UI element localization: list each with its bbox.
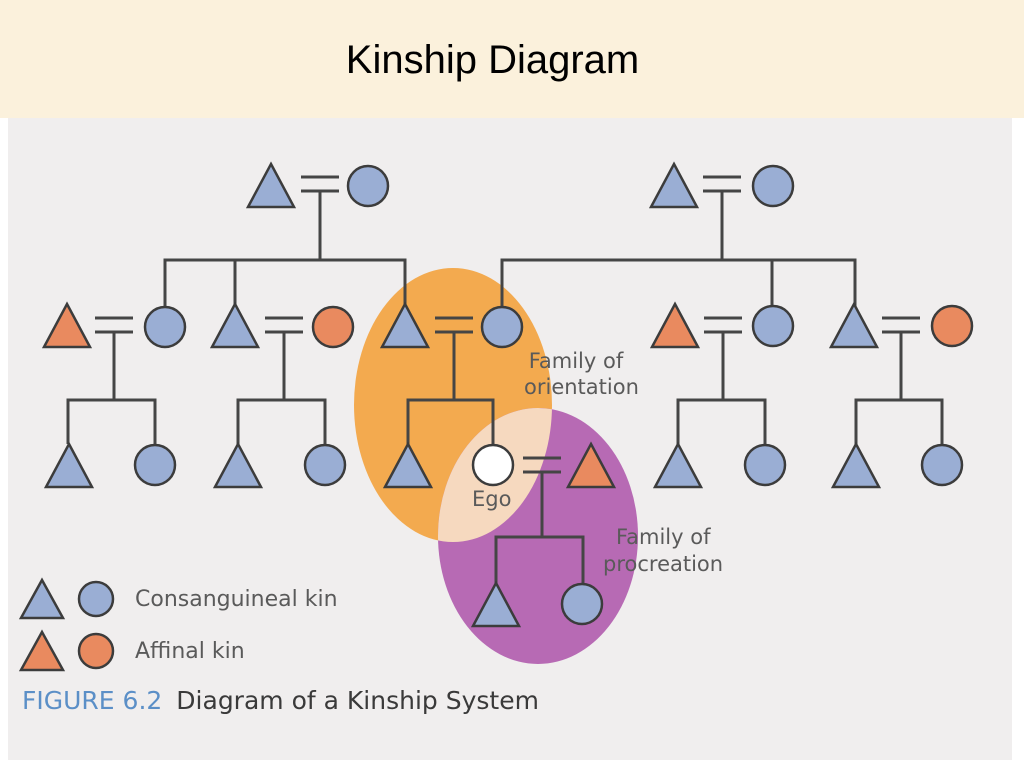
legend-affinal-circle: [77, 632, 115, 670]
cousin-7-triangle: [830, 441, 882, 489]
grandfather-right-triangle: [648, 161, 700, 209]
cousin-8-circle: [920, 443, 964, 487]
legend-consanguineal-circle: [77, 580, 115, 618]
family-of-procreation-label: Family of procreation: [603, 524, 723, 578]
grandfather-left-triangle: [245, 161, 297, 209]
daughter-circle: [560, 582, 604, 626]
family-of-procreation-line-2: procreation: [603, 552, 724, 576]
uncle-1-triangle: [209, 301, 261, 349]
son-triangle: [470, 580, 522, 628]
family-of-orientation-line-2: orientation: [524, 375, 639, 399]
cousin-4-circle: [303, 443, 347, 487]
figure-caption-text: Diagram of a Kinship System: [176, 686, 539, 715]
kin-symbols: [18, 161, 974, 672]
uncle-2-triangle: [828, 301, 880, 349]
grandmother-right-circle: [751, 164, 795, 208]
ego-label: Ego: [472, 487, 512, 511]
cousin-3-triangle: [212, 441, 264, 489]
legend-consanguineal-triangle: [18, 577, 66, 620]
aunt-1-circle: [143, 305, 187, 349]
cousin-1-triangle: [43, 441, 95, 489]
legend-affinal-triangle: [18, 629, 66, 672]
cousin-2-circle: [133, 443, 177, 487]
aunt-in-law-1-circle: [311, 305, 355, 349]
figure-caption-number: FIGURE 6.2: [22, 686, 163, 715]
cousin-5-triangle: [652, 441, 704, 489]
aunt-2-circle: [751, 304, 795, 348]
kinship-lines: [66, 175, 944, 583]
uncle-in-law-1-triangle: [41, 301, 93, 349]
brother-triangle: [382, 441, 434, 489]
family-of-procreation-line-1: Family of: [616, 525, 711, 549]
slide-title: Kinship Diagram: [345, 38, 640, 82]
family-of-orientation-line-1: Family of: [528, 349, 624, 373]
ego-circle: [471, 443, 515, 487]
aunt-in-law-2-circle: [930, 304, 974, 348]
cousin-6-circle: [743, 443, 787, 487]
figure-caption: FIGURE 6.2 Diagram of a Kinship System: [22, 686, 539, 715]
title-band: [0, 0, 1024, 118]
spouse-triangle: [565, 441, 617, 489]
legend-consanguineal-label: Consanguineal kin: [135, 587, 338, 612]
mother-circle: [480, 305, 524, 349]
uncle-in-law-2-triangle: [649, 301, 701, 349]
grandmother-left-circle: [346, 164, 390, 208]
legend-affinal-label: Affinal kin: [135, 639, 245, 664]
family-of-orientation-label: Family of orientation: [524, 348, 639, 400]
father-triangle: [379, 301, 431, 349]
